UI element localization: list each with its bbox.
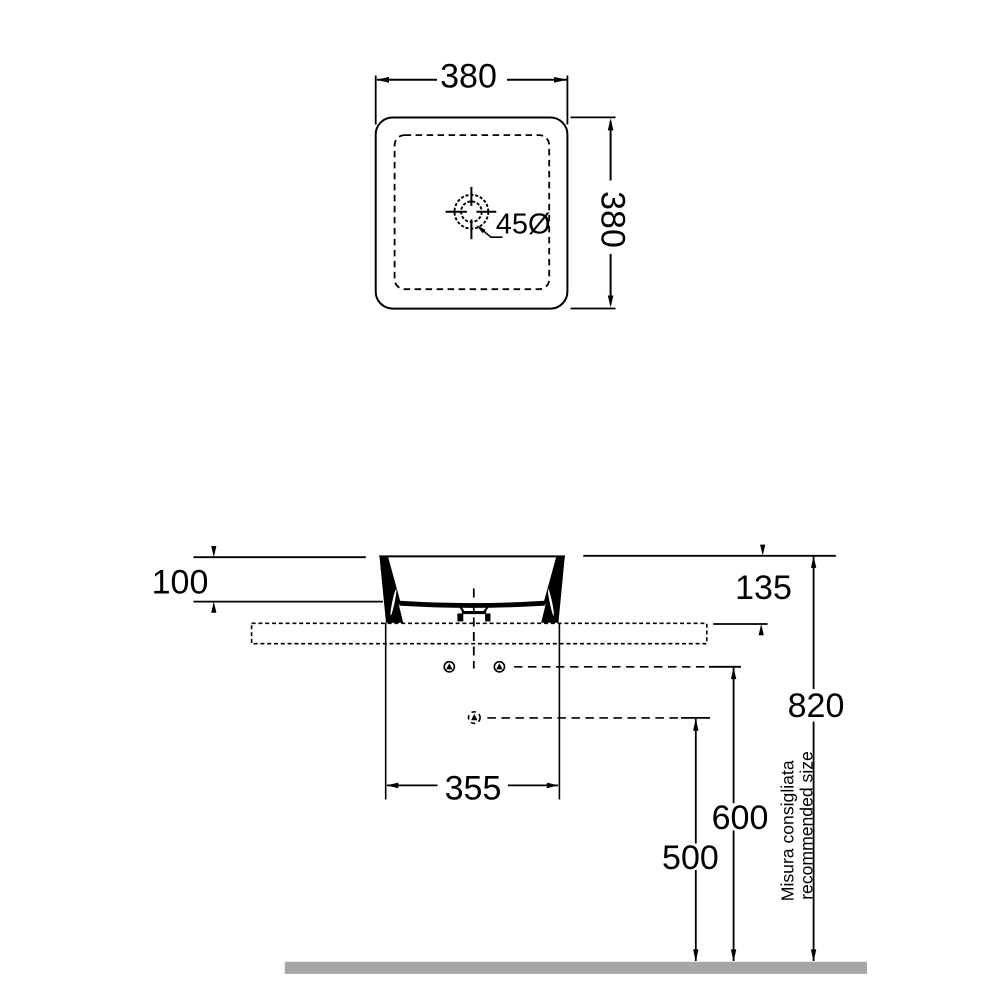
svg-text:100: 100: [152, 564, 209, 602]
svg-text:600: 600: [712, 799, 769, 837]
svg-text:45Ø: 45Ø: [496, 208, 551, 240]
svg-text:820: 820: [788, 687, 845, 725]
svg-text:500: 500: [662, 839, 719, 877]
svg-text:355: 355: [445, 769, 502, 807]
svg-text:380: 380: [440, 58, 497, 96]
svg-text:Misura consigliata: Misura consigliata: [777, 760, 797, 901]
svg-text:recommended size: recommended size: [796, 751, 816, 900]
svg-text:380: 380: [594, 191, 632, 248]
svg-text:135: 135: [735, 569, 792, 607]
